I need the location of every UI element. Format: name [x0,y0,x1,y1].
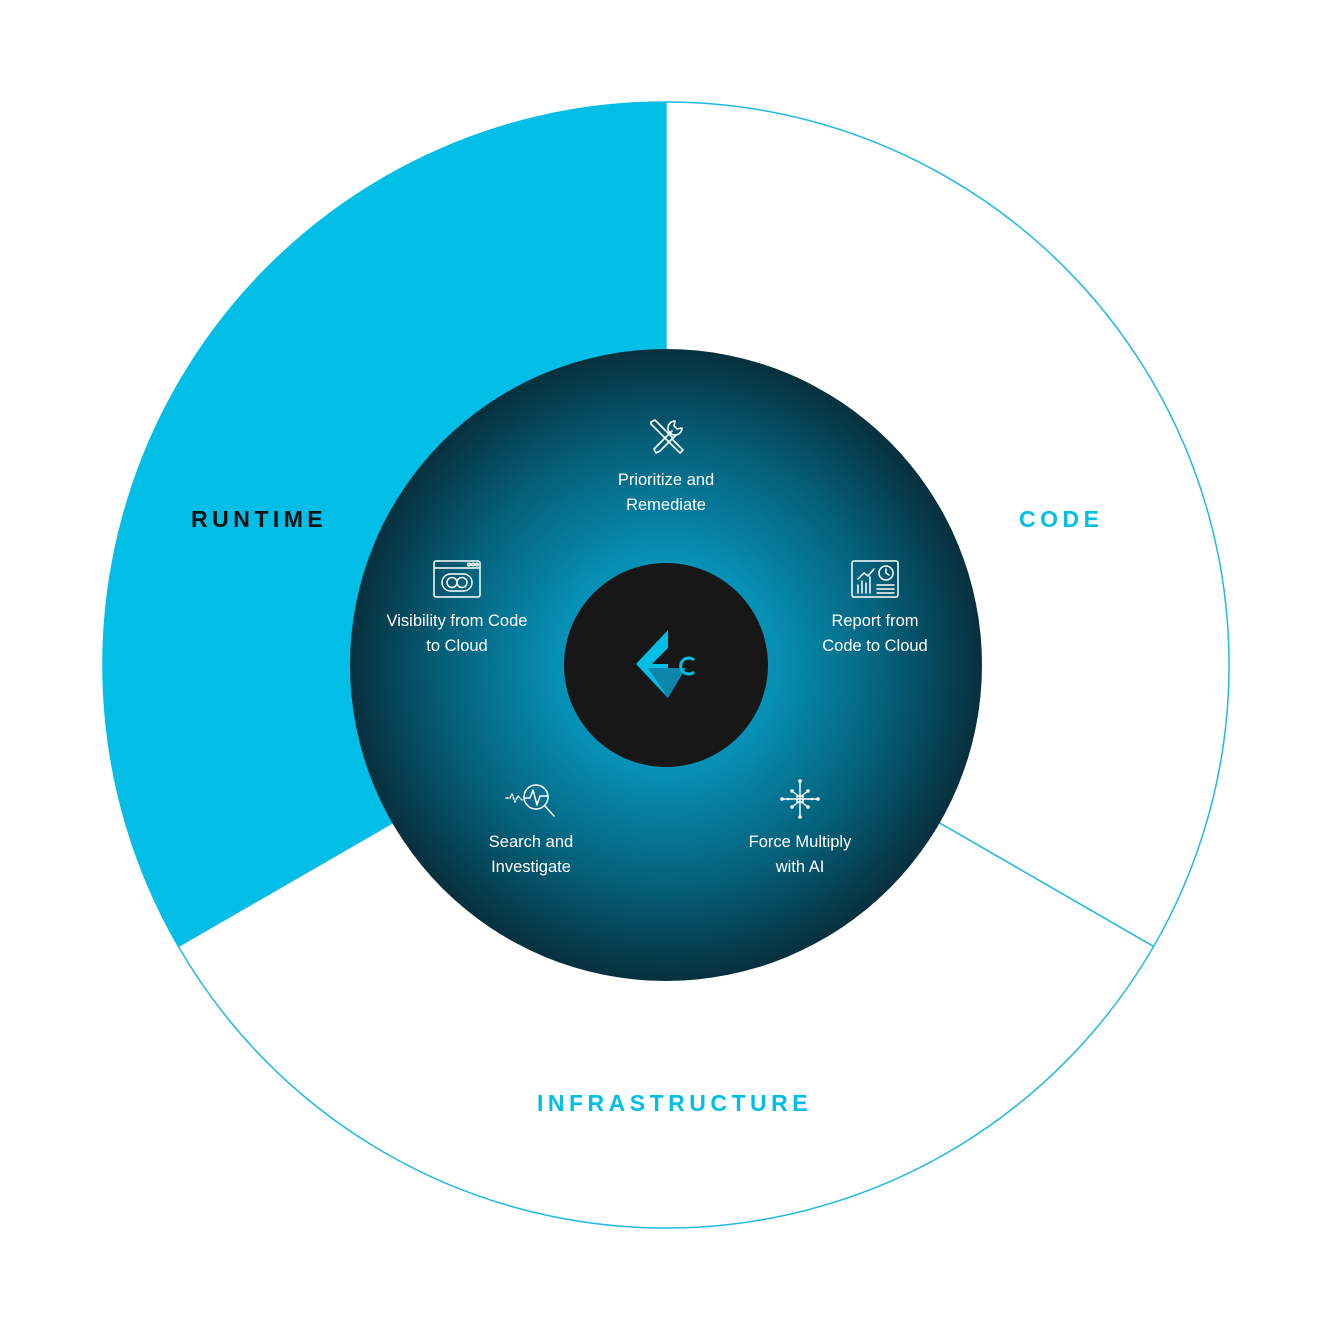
feature-label: Force Multiply with AI [748,833,852,876]
feature-force-multiply-ai[interactable]: Force Multiply with AI [700,778,900,880]
browser-window-icon [433,560,481,598]
tools-icon [650,419,684,454]
feature-label: Visibility from Code to Cloud [386,612,528,655]
dashboard-report-icon [851,560,899,598]
feature-report-code-to-cloud[interactable]: Report from Code to Cloud [775,559,975,659]
segment-label-runtime: RUNTIME [191,506,328,532]
search-waveform-icon [505,784,555,817]
ai-network-icon [780,779,820,819]
segment-label-infrastructure: INFRASTRUCTURE [537,1090,813,1116]
brand-logo-icon [636,630,695,698]
feature-search-investigate[interactable]: Search and Investigate [431,778,631,880]
feature-label: Prioritize and Remediate [617,471,715,514]
feature-label: Search and Investigate [488,833,574,876]
feature-label: Report from Code to Cloud [822,612,928,655]
feature-visibility-code-to-cloud[interactable]: Visibility from Code to Cloud [357,559,557,659]
segment-label-code: CODE [1019,506,1104,532]
feature-prioritize-remediate[interactable]: Prioritize and Remediate [566,416,766,518]
